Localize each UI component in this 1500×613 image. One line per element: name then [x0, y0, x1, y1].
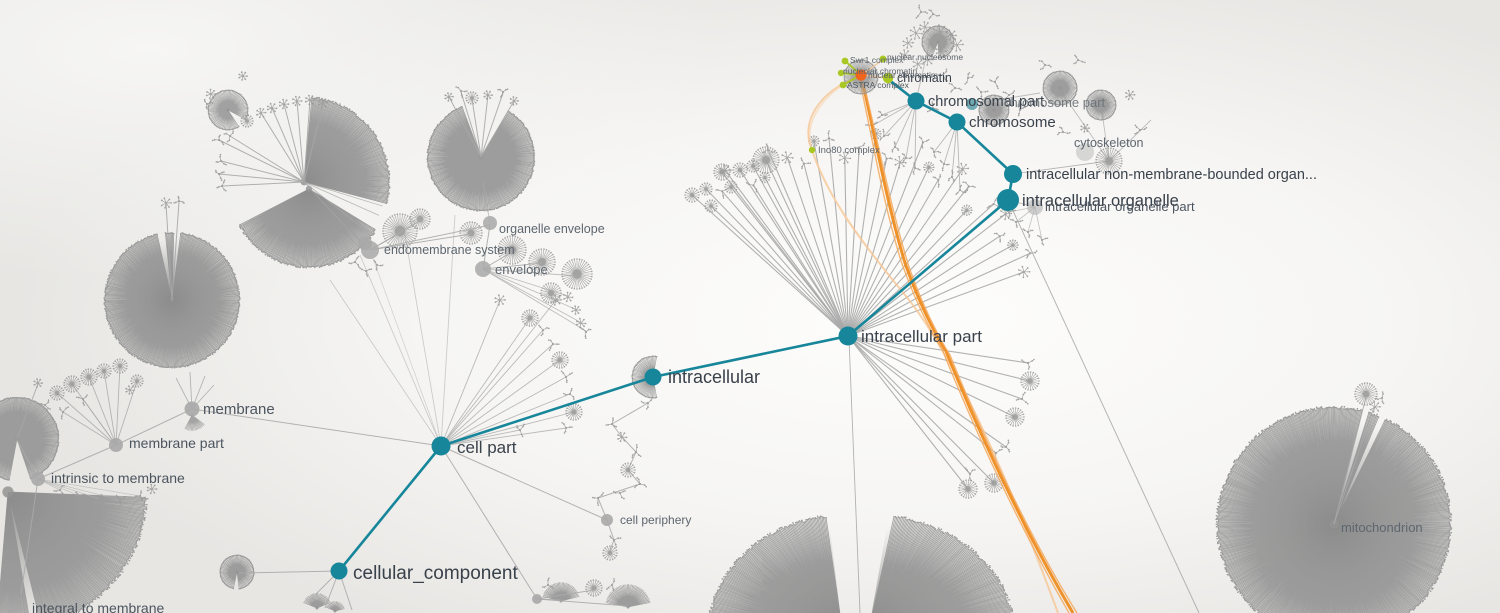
svg-text:Ino80 complex: Ino80 complex — [818, 145, 880, 156]
svg-text:ASTRA complex: ASTRA complex — [847, 80, 910, 90]
svg-text:chromosomal part: chromosomal part — [928, 94, 1044, 110]
svg-text:intracellular non-membrane-bou: intracellular non-membrane-bounded organ… — [1026, 167, 1317, 183]
svg-text:integral to membrane: integral to membrane — [32, 600, 165, 613]
svg-text:intracellular organelle: intracellular organelle — [1022, 192, 1179, 210]
svg-text:intracellular: intracellular — [668, 367, 760, 387]
svg-text:membrane part: membrane part — [129, 435, 224, 451]
svg-text:nuclear nucleosome: nuclear nucleosome — [887, 52, 963, 62]
svg-text:organelle envelope: organelle envelope — [499, 222, 605, 236]
svg-text:nucleolar chromatin: nucleolar chromatin — [843, 66, 917, 76]
svg-text:mitochondrion: mitochondrion — [1341, 520, 1423, 535]
svg-text:cellular_component: cellular_component — [353, 563, 518, 584]
svg-text:endomembrane system: endomembrane system — [384, 243, 515, 257]
svg-text:intracellular organelle part: intracellular organelle part — [1045, 199, 1195, 214]
svg-text:membrane: membrane — [203, 401, 275, 418]
svg-text:chromatin: chromatin — [897, 71, 952, 85]
svg-text:nuclear chromatin: nuclear chromatin — [868, 70, 936, 80]
svg-text:cell periphery: cell periphery — [620, 513, 691, 527]
svg-text:chromosome part: chromosome part — [1004, 95, 1106, 110]
svg-text:cell part: cell part — [457, 438, 517, 457]
svg-text:intrinsic to membrane: intrinsic to membrane — [51, 470, 185, 486]
svg-text:Swr1 complex: Swr1 complex — [850, 55, 904, 65]
svg-text:chromosome: chromosome — [969, 114, 1056, 131]
svg-text:cytoskeleton: cytoskeleton — [1074, 136, 1144, 150]
svg-text:envelope: envelope — [495, 262, 548, 277]
svg-text:intracellular part: intracellular part — [861, 327, 982, 346]
